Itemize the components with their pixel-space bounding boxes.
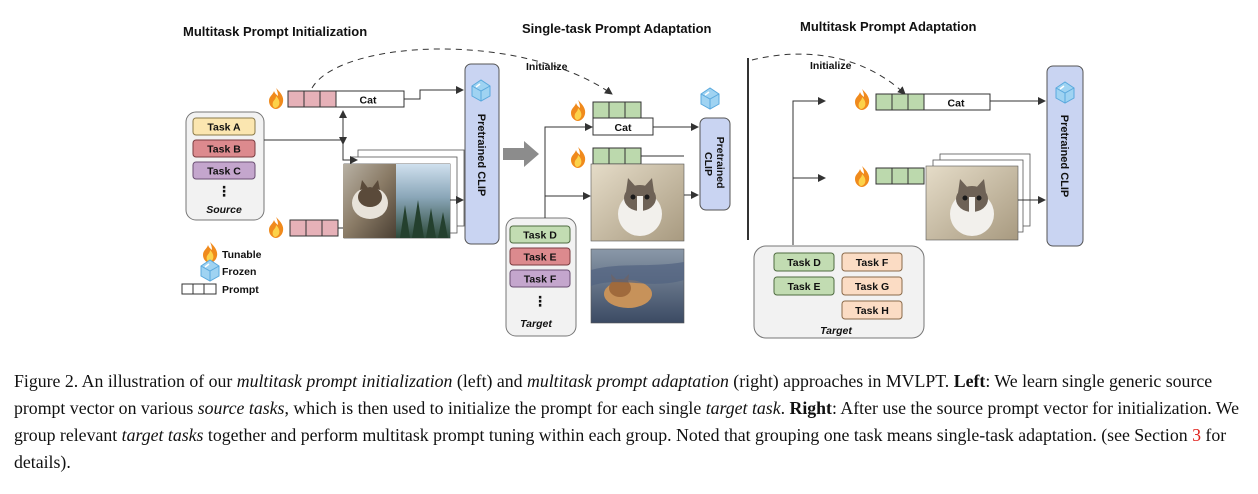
svg-text:Task C: Task C	[207, 166, 241, 178]
clip-box-middle	[699, 117, 731, 211]
multi-task-g: Task G	[841, 276, 903, 296]
clip-label-middle-line1: Pretrained	[714, 137, 726, 189]
caption-em3: source tasks	[197, 398, 285, 418]
section-title-init: Multitask Prompt Initialization	[183, 24, 367, 39]
caption-t1: (left) and	[452, 371, 527, 391]
caption-em1: multitask prompt initialization	[236, 371, 453, 391]
legend-prompt: Prompt	[222, 284, 259, 296]
source-prompt-bottom	[289, 219, 339, 237]
flame-icon	[855, 89, 870, 110]
initialize-label-left: Initialize	[526, 61, 568, 73]
arrow	[404, 86, 464, 100]
clip-label-middle: Pretrained CLIP	[702, 137, 726, 192]
clip-label-right: Pretrained CLIP	[1058, 115, 1070, 198]
flame-icon	[571, 100, 586, 121]
flame-icon	[269, 217, 284, 238]
target-image-single	[590, 163, 685, 242]
target-prompt-single-bottom	[592, 147, 642, 165]
arrow	[544, 123, 593, 218]
legend-ice-icon	[200, 259, 220, 282]
svg-text:Task F: Task F	[524, 274, 557, 286]
svg-text:Task D: Task D	[787, 257, 821, 269]
caption-em5: target tasks	[121, 425, 204, 445]
source-task-b: Task B	[192, 139, 256, 158]
caption-t4: , which is then used to initialize the p…	[284, 398, 706, 418]
caption-t8: for details).	[14, 425, 1227, 472]
caption-em2: multitask prompt adaptation	[527, 371, 729, 391]
caption-em4: target task	[705, 398, 781, 418]
source-ellipsis: ⋮	[217, 183, 231, 199]
target-prompt-multi-top	[875, 93, 991, 111]
caption-t7: together and perform multitask prompt tu…	[203, 425, 1193, 445]
svg-text:Task H: Task H	[855, 305, 889, 317]
single-task-d: Task D	[509, 225, 571, 244]
clip-label-middle-line2: CLIP	[702, 152, 714, 176]
source-task-c: Task C	[192, 161, 256, 180]
caption-right-bold: Right	[789, 398, 832, 418]
multi-task-f: Task F	[841, 252, 903, 272]
arrow	[264, 139, 358, 164]
source-task-a: Task A	[192, 117, 256, 136]
multi-target-label: Target	[820, 325, 852, 337]
single-target-label: Target	[520, 318, 552, 330]
svg-text:Task B: Task B	[207, 144, 241, 156]
flame-icon	[855, 166, 870, 187]
multi-task-h: Task H	[841, 300, 903, 320]
target-image-stack	[925, 153, 1031, 241]
multi-task-d: Task D	[773, 252, 835, 272]
source-prompt-top	[287, 90, 405, 108]
cat-label-left: Cat	[360, 95, 377, 107]
caption-t5: .	[780, 398, 790, 418]
svg-text:Task E: Task E	[523, 252, 556, 264]
legend-tunable: Tunable	[222, 249, 262, 261]
target-image-sleeping	[590, 248, 685, 324]
transition-arrow	[503, 141, 539, 167]
single-task-e: Task E	[509, 247, 571, 266]
svg-text:Task F: Task F	[856, 257, 889, 269]
single-ellipsis: ⋮	[533, 293, 547, 309]
target-prompt-multi-bottom	[875, 167, 925, 185]
caption-t3: : We learn single generic source prompt …	[14, 371, 1213, 418]
svg-text:Task G: Task G	[855, 281, 889, 293]
clip-box-right	[1046, 65, 1084, 247]
section-title-multi: Multitask Prompt Adaptation	[800, 19, 977, 34]
clip-label-left: Pretrained CLIP	[475, 114, 487, 197]
svg-text:Task D: Task D	[523, 230, 557, 242]
svg-text:Task A: Task A	[207, 122, 241, 134]
clip-box-left	[464, 63, 500, 245]
figure-diagram: Multitask Prompt Initialization Single-t…	[181, 19, 1084, 339]
ice-icon	[700, 87, 720, 110]
single-task-f: Task F	[509, 269, 571, 288]
arrow	[792, 97, 826, 245]
flame-icon	[269, 88, 284, 109]
initialize-label-right: Initialize	[810, 60, 852, 72]
multi-task-e: Task E	[773, 276, 835, 296]
cat-label-single: Cat	[615, 122, 632, 134]
figure-caption: Figure 2. An illustration of our multita…	[14, 368, 1244, 476]
section-title-single: Single-task Prompt Adaptation	[522, 21, 712, 36]
legend-frozen: Frozen	[222, 266, 256, 278]
legend-prompt-icon	[181, 283, 217, 295]
caption-t2: (right) approaches in MVLPT.	[728, 371, 954, 391]
source-label: Source	[206, 204, 242, 216]
cat-label-multi: Cat	[948, 98, 965, 110]
caption-prefix: Figure 2. An illustration of our	[14, 371, 237, 391]
caption-t6: : After use the source prompt vector for…	[14, 398, 1240, 445]
target-prompt-single-top	[592, 101, 654, 136]
svg-text:Task E: Task E	[787, 281, 820, 293]
initialize-arrow-right	[751, 53, 906, 95]
section-reference-link[interactable]: 3	[1192, 425, 1201, 445]
initialize-arrow-left	[311, 48, 613, 95]
caption-left-bold: Left	[953, 371, 986, 391]
source-image-stack	[343, 149, 465, 239]
flame-icon	[571, 147, 586, 168]
